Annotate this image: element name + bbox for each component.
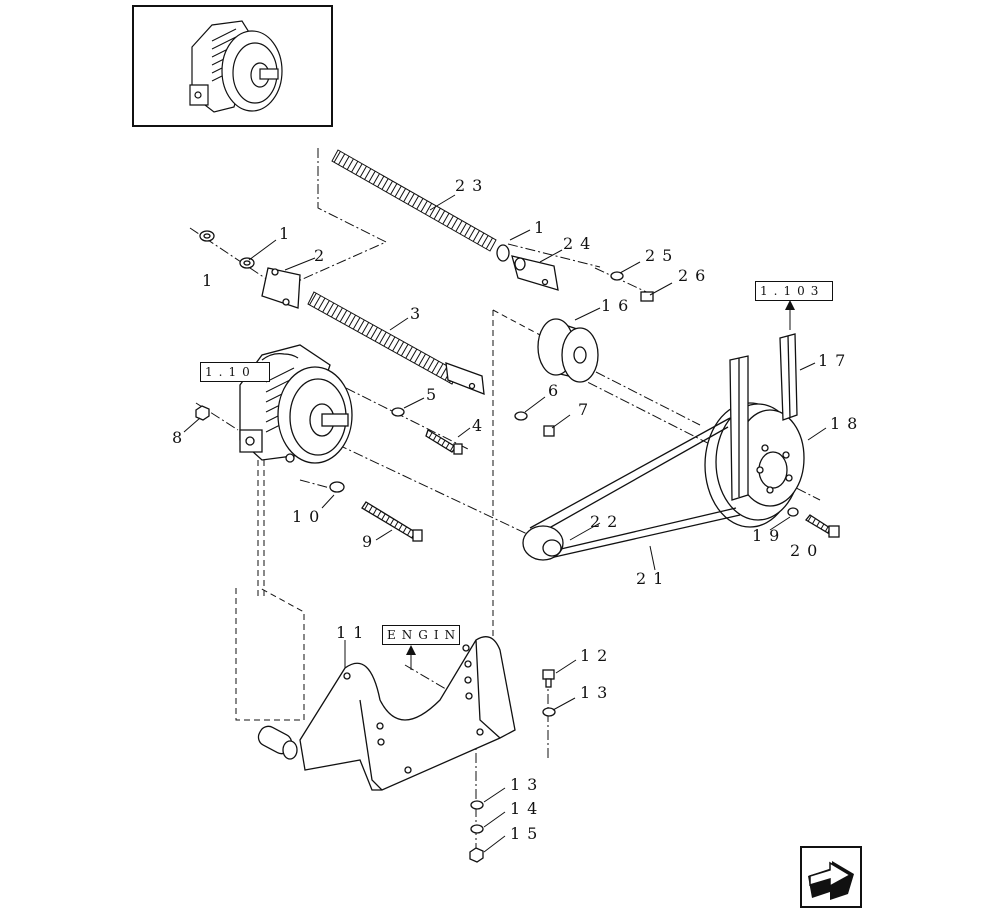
- callout-15: 15: [510, 824, 545, 843]
- callout-26: 26: [678, 266, 713, 285]
- belt-17: [729, 333, 798, 501]
- arrow-up-icon: [785, 300, 795, 310]
- belt-21: [522, 417, 741, 561]
- next-page-arrow-icon: [808, 861, 854, 900]
- callout-6: 6: [548, 381, 566, 400]
- reference-box-belt[interactable]: 1.103: [755, 281, 833, 301]
- callout-23: 23: [455, 176, 490, 195]
- callout-17: 17: [818, 351, 853, 370]
- callout-10: 10: [292, 507, 327, 526]
- arrowheads: [406, 300, 795, 655]
- callout-2: 2: [314, 246, 332, 265]
- callout-12: 12: [580, 646, 615, 665]
- callout-3: 3: [410, 304, 428, 323]
- callout-24: 24: [563, 234, 598, 253]
- threaded-rod-3: [307, 291, 459, 385]
- hardware: [195, 230, 840, 863]
- callout-8: 8: [172, 428, 190, 447]
- callout-14: 14: [510, 799, 545, 818]
- callout-13b: 13: [510, 775, 545, 794]
- callout-22: 22: [590, 512, 625, 531]
- pulley-16: [537, 318, 599, 383]
- pulley-18: [704, 402, 805, 528]
- callout-19: 19: [752, 526, 787, 545]
- callout-1b: 1: [279, 224, 297, 243]
- callout-25: 25: [645, 246, 680, 265]
- leaders: [183, 194, 827, 853]
- callout-9: 9: [362, 532, 380, 551]
- callout-18: 18: [830, 414, 865, 433]
- callout-1c: 1: [534, 218, 552, 237]
- reference-box-engine[interactable]: ENGINE: [382, 625, 460, 645]
- callout-13: 13: [580, 683, 615, 702]
- callout-5: 5: [426, 385, 444, 404]
- threaded-rod-23: [331, 149, 497, 252]
- callout-4: 4: [472, 416, 490, 435]
- alternator-thumbnail: [132, 5, 333, 127]
- callout-1: 1: [202, 271, 220, 290]
- callout-16: 16: [601, 296, 636, 315]
- reference-box-alternator[interactable]: 1.10: [200, 362, 270, 382]
- callout-7: 7: [578, 400, 596, 419]
- alternator: [239, 344, 353, 464]
- callout-21: 21: [636, 569, 671, 588]
- alternator-thumbnail-icon: [189, 20, 283, 113]
- next-page-button[interactable]: [800, 846, 862, 908]
- arrow-up-icon: [406, 645, 416, 655]
- callout-11: 11: [336, 623, 371, 642]
- callout-20: 20: [790, 541, 825, 560]
- mounting-bracket-11: [257, 636, 516, 791]
